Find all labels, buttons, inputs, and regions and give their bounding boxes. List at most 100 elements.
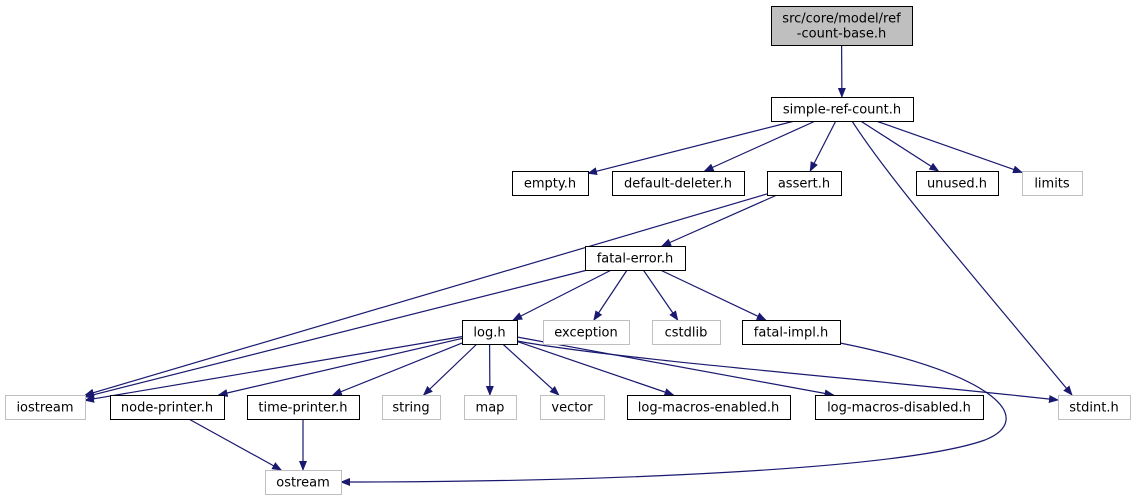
edge-assert-to-iostream [84,193,768,397]
edge-log-to-iostream [84,336,463,403]
node-label: assert.h [778,177,830,192]
node-map: map [464,395,517,420]
edge-simple-ref-count-to-limits [875,120,1023,174]
node-label: cstdlib [665,326,708,341]
node-box [916,171,999,196]
edge-log-to-log-macros-enabled [516,340,675,396]
node-cstdlib: cstdlib [652,320,721,345]
node-box [512,171,589,196]
node-assert[interactable]: assert.h [767,171,842,196]
node-label: log.h [473,326,505,341]
node-box [815,395,984,420]
edge-log-to-vector [502,343,560,396]
edge-log-to-time-printer [331,342,463,396]
edge-line [502,343,560,396]
node-label: -count-base.h [797,27,886,42]
node-box [771,6,913,46]
edge-line [851,120,1073,396]
node-fatal-error[interactable]: fatal-error.h [585,246,686,271]
node-label: ostream [276,476,330,491]
node-default-deleter[interactable]: default-deleter.h [612,171,745,196]
node-unused[interactable]: unused.h [916,171,999,196]
node-log-macros-enabled[interactable]: log-macros-enabled.h [627,395,791,420]
nodes-layer: src/core/model/ref-count-base.h simple-re… [5,6,1131,495]
edge-line [587,120,795,176]
node-exception: exception [543,320,630,345]
edge-simple-ref-count-to-default-deleter [703,120,816,172]
edge-fatal-error-to-iostream [84,269,588,399]
node-box [767,171,842,196]
node-log-macros-disabled[interactable]: log-macros-disabled.h [815,395,984,420]
edge-line [512,269,612,321]
edge-line [516,336,835,398]
node-label: limits [1034,177,1070,192]
node-ostream: ostream [265,470,342,495]
node-time-printer[interactable]: time-printer.h [247,395,360,420]
node-empty[interactable]: empty.h [512,171,589,196]
edge-log-to-stdint [516,340,1059,403]
node-simple-ref-count[interactable]: simple-ref-count.h [771,97,914,122]
node-label: log-macros-enabled.h [638,401,779,416]
edge-log-to-log-macros-disabled [516,336,835,398]
edge-fatal-error-to-exception [593,269,628,321]
edge-log-to-node-printer [217,337,463,397]
edge-simple-ref-count-to-empty [587,120,795,176]
edge-line [642,269,679,321]
node-label: default-deleter.h [624,177,732,192]
edge-line [331,342,463,396]
edge-simple-ref-count-to-stdint [851,120,1073,396]
node-box [265,470,342,495]
edge-line [516,340,1059,403]
node-box [462,320,518,345]
edge-line [661,194,778,247]
node-label: stdint.h [1069,401,1118,416]
node-box [771,97,914,122]
node-node-printer[interactable]: node-printer.h [110,395,225,420]
edge-fatal-error-to-fatal-impl [660,269,767,321]
node-label: node-printer.h [121,401,213,416]
edge-line [84,336,463,403]
node-limits: limits [1022,171,1083,196]
node-box [742,320,841,345]
edge-line [593,269,628,321]
edge-simple-ref-count-to-assert [809,120,837,172]
node-box [5,395,86,420]
node-box [543,320,630,345]
edge-line [188,418,283,471]
node-vector: vector [540,395,605,420]
edge-line [340,342,1007,486]
node-label: time-printer.h [258,401,347,416]
edge-line [217,337,463,397]
node-string: string [382,395,441,420]
node-label: fatal-impl.h [754,326,828,341]
node-label: unused.h [927,177,987,192]
node-box [585,246,686,271]
edge-line [84,193,768,397]
edge-node-printer-to-ostream [188,418,283,471]
node-ref-count-base[interactable]: src/core/model/ref-count-base.h [771,6,913,46]
node-label: fatal-error.h [597,252,674,267]
node-fatal-impl[interactable]: fatal-impl.h [742,320,841,345]
node-label: string [392,401,429,416]
edge-line [516,340,675,396]
node-iostream: iostream [5,395,86,420]
edge-line [860,120,940,172]
node-label: map [476,401,505,416]
node-box [652,320,721,345]
edge-line [875,120,1023,174]
node-box [540,395,605,420]
node-label: exception [554,326,618,341]
node-box [110,395,225,420]
node-label: iostream [16,401,73,416]
node-label: log-macros-disabled.h [827,401,971,416]
node-stdint: stdint.h [1058,395,1131,420]
node-log[interactable]: log.h [462,320,518,345]
node-box [1022,171,1083,196]
edge-simple-ref-count-to-unused [860,120,940,172]
edge-line [660,269,767,321]
node-label: empty.h [524,177,576,192]
node-box [382,395,441,420]
node-box [1058,395,1131,420]
node-box [464,395,517,420]
